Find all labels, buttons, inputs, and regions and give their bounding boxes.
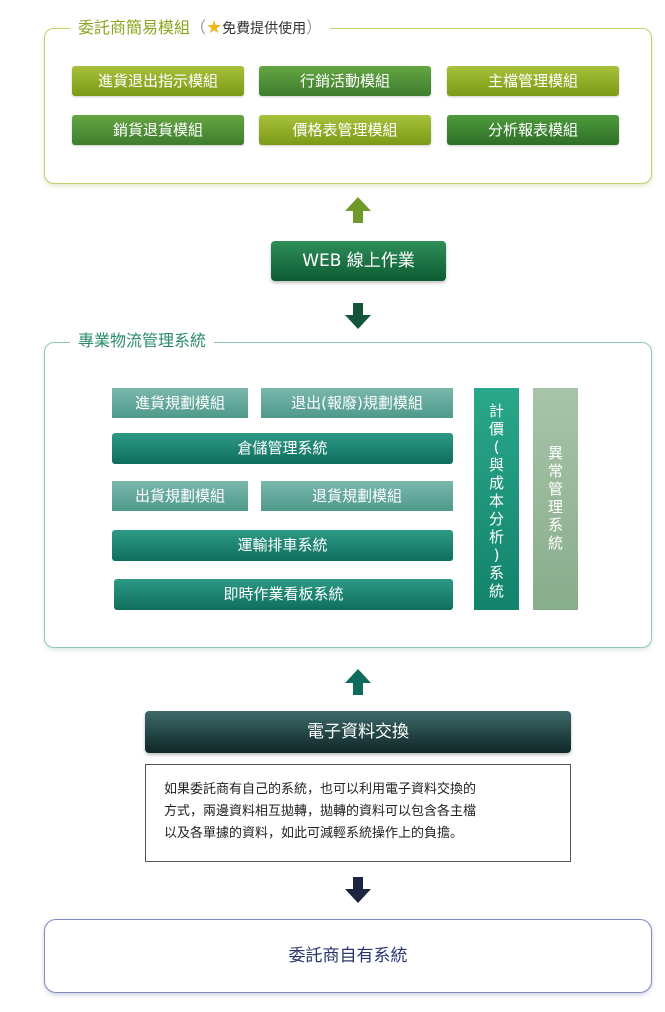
warehouse-management-system[interactable]: 倉儲管理系統 bbox=[112, 433, 453, 464]
exception-char: 統 bbox=[547, 534, 563, 552]
module-analysis-report[interactable]: 分析報表模組 bbox=[447, 115, 619, 145]
billing-char: 系 bbox=[488, 564, 504, 582]
logistics-system-title: 專業物流管理系統 bbox=[70, 330, 215, 352]
billing-char: ( bbox=[493, 438, 500, 456]
edi-exchange-bar[interactable]: 電子資料交換 bbox=[145, 711, 571, 753]
return-planning-module[interactable]: 退貨規劃模組 bbox=[261, 481, 453, 511]
billing-char: 價 bbox=[488, 420, 504, 438]
billing-char: 析 bbox=[488, 528, 504, 546]
exception-char: 系 bbox=[547, 516, 563, 534]
module-marketing[interactable]: 行銷活動模組 bbox=[259, 66, 431, 96]
arrow-up-icon bbox=[345, 197, 371, 223]
consignor-own-system[interactable]: 委託商自有系統 bbox=[44, 919, 652, 993]
module-sales-return[interactable]: 銷貨退貨模組 bbox=[72, 115, 244, 145]
return-scrap-planning-module[interactable]: 退出(報廢)規劃模組 bbox=[261, 388, 453, 418]
free-use-label: 免費提供使用 bbox=[222, 21, 307, 37]
module-price-list[interactable]: 價格表管理模組 bbox=[259, 115, 431, 145]
exception-char: 常 bbox=[547, 462, 563, 480]
edi-description-note: 如果委託商有自己的系統，也可以利用電子資料交換的 方式，兩邊資料相互拋轉，拋轉的… bbox=[145, 764, 571, 862]
subtitle-open-paren: （ bbox=[190, 18, 207, 37]
billing-char: 統 bbox=[488, 582, 504, 600]
note-line: 方式，兩邊資料相互拋轉，拋轉的資料可以包含各主檔 bbox=[164, 804, 477, 819]
billing-char: ) bbox=[493, 546, 500, 564]
exception-char: 異 bbox=[547, 444, 563, 462]
note-line: 如果委託商有自己的系統，也可以利用電子資料交換的 bbox=[164, 782, 477, 797]
billing-char: 與 bbox=[488, 456, 504, 474]
arrow-down-icon bbox=[345, 303, 371, 329]
realtime-kanban-system[interactable]: 即時作業看板系統 bbox=[114, 579, 453, 610]
inbound-planning-module[interactable]: 進貨規劃模組 bbox=[112, 388, 248, 418]
exception-management-system[interactable]: 異 常 管 理 系 統 bbox=[533, 388, 578, 610]
billing-char: 計 bbox=[488, 402, 504, 420]
note-line: 以及各單據的資料，如此可減輕系統操作上的負擔。 bbox=[164, 826, 464, 841]
module-inbound-return-instruction[interactable]: 進貨退出指示模組 bbox=[72, 66, 244, 96]
web-online-button[interactable]: WEB 線上作業 bbox=[271, 241, 446, 281]
exception-char: 管 bbox=[547, 480, 563, 498]
module-master-data[interactable]: 主檔管理模組 bbox=[447, 66, 619, 96]
arrow-up-icon bbox=[345, 669, 371, 695]
subtitle-close-paren: ） bbox=[306, 18, 323, 37]
consignor-title-text: 委託商簡易模組 bbox=[78, 18, 191, 37]
outbound-planning-module[interactable]: 出貨規劃模組 bbox=[112, 481, 248, 511]
star-icon: ★ bbox=[206, 17, 223, 38]
billing-char: 成 bbox=[488, 474, 504, 492]
arrow-down-icon bbox=[345, 877, 371, 903]
billing-char: 分 bbox=[488, 510, 504, 528]
transport-scheduling-system[interactable]: 運輸排車系統 bbox=[112, 530, 453, 561]
consignor-module-title: 委託商簡易模組（★免費提供使用） bbox=[70, 17, 331, 40]
billing-cost-analysis-system[interactable]: 計 價 ( 與 成 本 分 析 ) 系 統 bbox=[474, 388, 519, 610]
exception-char: 理 bbox=[547, 498, 563, 516]
consignor-module-frame bbox=[44, 28, 652, 184]
billing-char: 本 bbox=[488, 492, 504, 510]
